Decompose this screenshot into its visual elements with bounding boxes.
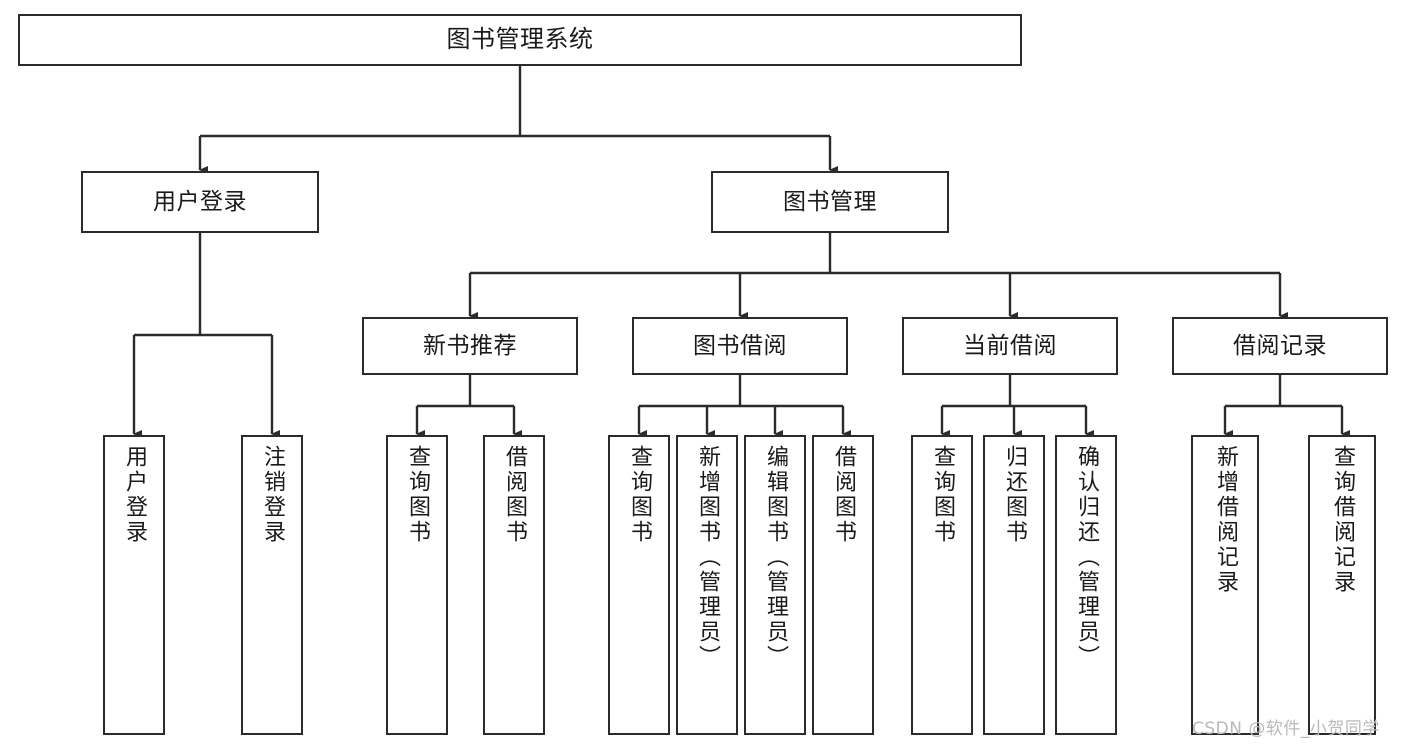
node-label: 归还图书 bbox=[1002, 445, 1027, 545]
node-leaf-query-record[interactable]: 查询借阅记录 bbox=[1308, 435, 1376, 735]
node-current-borrow[interactable]: 当前借阅 bbox=[902, 317, 1118, 375]
node-root[interactable]: 图书管理系统 bbox=[18, 14, 1022, 66]
node-label: 确认归还（管理员） bbox=[1074, 445, 1099, 670]
node-label: 查询借阅记录 bbox=[1330, 445, 1355, 595]
node-label: 查询图书 bbox=[405, 445, 430, 545]
node-borrow-record[interactable]: 借阅记录 bbox=[1172, 317, 1388, 375]
node-book-borrow[interactable]: 图书借阅 bbox=[632, 317, 848, 375]
node-label: 编辑图书（管理员） bbox=[763, 445, 788, 670]
node-leaf-query-book-2[interactable]: 查询图书 bbox=[608, 435, 670, 735]
node-label: 用户登录 bbox=[122, 445, 147, 545]
node-leaf-add-record[interactable]: 新增借阅记录 bbox=[1191, 435, 1259, 735]
node-leaf-user-logout[interactable]: 注销登录 bbox=[241, 435, 303, 735]
node-label: 图书借阅 bbox=[693, 332, 787, 359]
node-user-login[interactable]: 用户登录 bbox=[81, 171, 319, 233]
node-leaf-query-book-1[interactable]: 查询图书 bbox=[386, 435, 448, 735]
node-label: 图书管理系统 bbox=[446, 25, 594, 54]
node-label: 图书管理 bbox=[783, 188, 877, 215]
node-label: 查询图书 bbox=[930, 445, 955, 545]
node-label: 新书推荐 bbox=[423, 332, 517, 359]
node-leaf-borrow-book-2[interactable]: 借阅图书 bbox=[812, 435, 874, 735]
node-label: 借阅图书 bbox=[831, 445, 856, 545]
node-label: 新增借阅记录 bbox=[1213, 445, 1238, 595]
node-label: 用户登录 bbox=[153, 188, 247, 215]
node-leaf-edit-book[interactable]: 编辑图书（管理员） bbox=[744, 435, 806, 735]
node-label: 注销登录 bbox=[260, 445, 285, 545]
edge-group bbox=[132, 66, 1350, 438]
node-label: 借阅记录 bbox=[1233, 332, 1327, 359]
node-leaf-query-book-3[interactable]: 查询图书 bbox=[911, 435, 973, 735]
node-leaf-borrow-book-1[interactable]: 借阅图书 bbox=[483, 435, 545, 735]
node-leaf-confirm-return[interactable]: 确认归还（管理员） bbox=[1055, 435, 1117, 735]
node-leaf-return-book[interactable]: 归还图书 bbox=[983, 435, 1045, 735]
node-label: 借阅图书 bbox=[502, 445, 527, 545]
node-leaf-add-book[interactable]: 新增图书（管理员） bbox=[676, 435, 738, 735]
node-label: 新增图书（管理员） bbox=[695, 445, 720, 670]
node-new-book-rec[interactable]: 新书推荐 bbox=[362, 317, 578, 375]
node-leaf-user-login[interactable]: 用户登录 bbox=[103, 435, 165, 735]
node-label: 查询图书 bbox=[627, 445, 652, 545]
node-label: 当前借阅 bbox=[963, 332, 1057, 359]
node-book-manage[interactable]: 图书管理 bbox=[711, 171, 949, 233]
